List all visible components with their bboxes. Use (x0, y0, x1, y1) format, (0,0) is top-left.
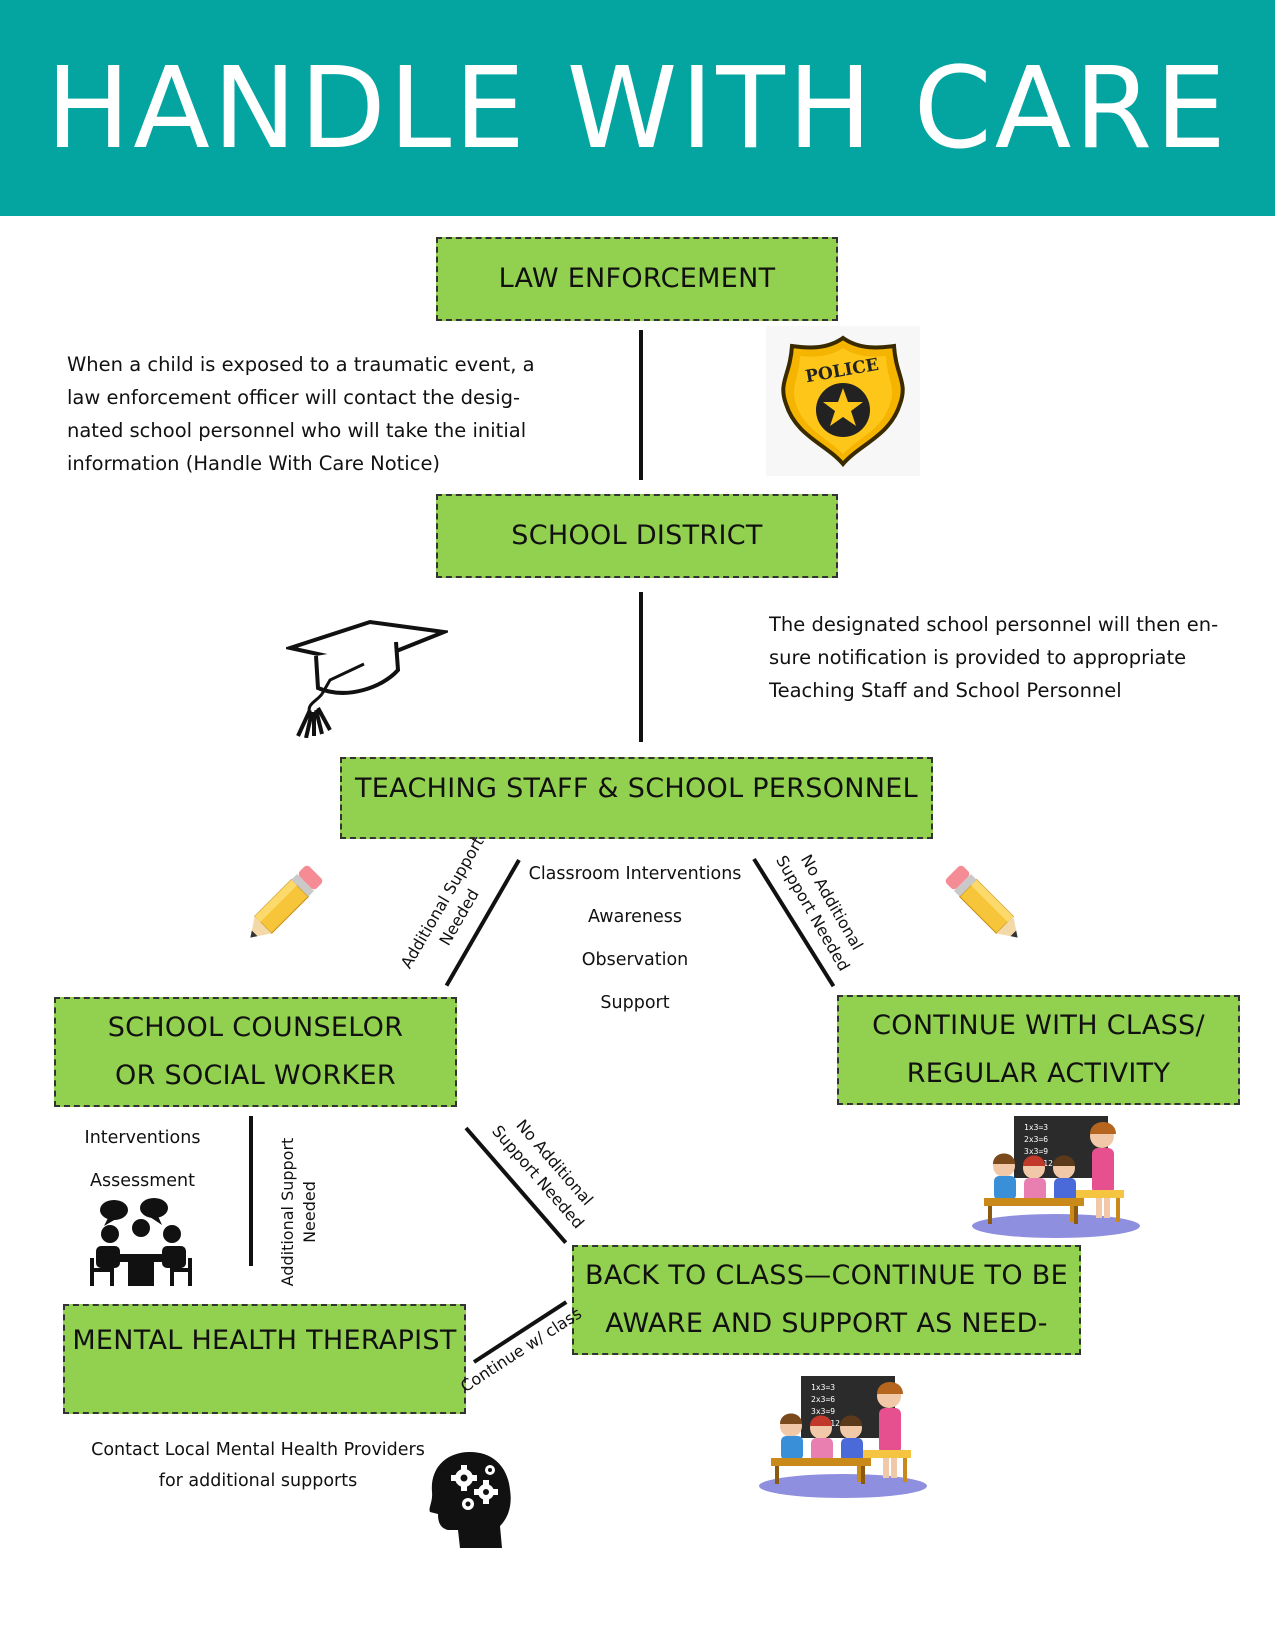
node-label: REGULAR ACTIVITY (906, 1058, 1171, 1089)
school-district-description: The designated school personnel will the… (769, 613, 1219, 702)
law-enforcement-description: When a child is exposed to a traumatic e… (67, 353, 535, 475)
node-label: BACK TO CLASS—CONTINUE TO BE (585, 1260, 1068, 1291)
node-teaching-staff: TEACHING STAFF & SCHOOL PERSONNEL (340, 757, 933, 839)
counselor-actions-list: Interventions Assessment (84, 1128, 201, 1191)
page-title: HANDLE WITH CARE (45, 44, 1230, 174)
node-label: CONTINUE WITH CLASS/ (872, 1010, 1205, 1041)
node-label: SCHOOL DISTRICT (511, 520, 763, 551)
node-school-counselor: SCHOOL COUNSELOR OR SOCIAL WORKER (54, 997, 457, 1107)
node-school-district: SCHOOL DISTRICT (436, 494, 838, 578)
node-label: SCHOOL COUNSELOR (107, 1012, 404, 1043)
connector-district-to-staff (639, 592, 643, 742)
node-continue-with-class: CONTINUE WITH CLASS/ REGULAR ACTIVITY (837, 995, 1240, 1105)
node-mental-health-therapist: MENTAL HEALTH THERAPIST (63, 1304, 466, 1414)
edge-label-counselor-additional-support: Additional Support Needed (278, 1137, 319, 1287)
head-gears-icon (428, 1450, 512, 1550)
svg-text:1x3=3: 1x3=3 (1024, 1123, 1048, 1132)
svg-text:1x3=3: 1x3=3 (811, 1383, 835, 1392)
classroom-icon: 1x3=3 2x3=6 3x3=9 4x3=12 (757, 1374, 933, 1500)
node-law-enforcement: LAW ENFORCEMENT (436, 237, 838, 321)
police-badge-icon: POLICE (766, 326, 920, 476)
classroom-interventions-list: Classroom Interventions Awareness Observ… (528, 864, 742, 1013)
node-label: AWARE AND SUPPORT AS NEED- (605, 1308, 1048, 1339)
node-label: OR SOCIAL WORKER (115, 1060, 396, 1091)
classroom-icon: 1x3=3 2x3=6 3x3=9 4x3=12 (970, 1114, 1146, 1240)
pencil-icon (250, 858, 330, 938)
svg-text:3x3=9: 3x3=9 (811, 1407, 835, 1416)
node-label: TEACHING STAFF & SCHOOL PERSONNEL (355, 773, 918, 804)
svg-text:2x3=6: 2x3=6 (1024, 1135, 1048, 1144)
svg-text:2x3=6: 2x3=6 (811, 1395, 835, 1404)
edge-label-continue-class: Continue w/ class (457, 1303, 586, 1396)
svg-text:3x3=9: 3x3=9 (1024, 1147, 1048, 1156)
connector-law-to-district (639, 330, 643, 480)
node-back-to-class: BACK TO CLASS—CONTINUE TO BE AWARE AND S… (572, 1245, 1081, 1355)
connector-counselor-to-therapist (249, 1116, 253, 1266)
node-label: MENTAL HEALTH THERAPIST (72, 1325, 457, 1356)
graduation-cap-icon (282, 618, 452, 739)
header-banner: HANDLE WITH CARE (0, 0, 1275, 216)
pencil-icon (938, 858, 1018, 938)
node-label: LAW ENFORCEMENT (498, 263, 776, 294)
therapist-description: Contact Local Mental Health Providers fo… (91, 1440, 425, 1491)
meeting-icon (88, 1198, 194, 1288)
